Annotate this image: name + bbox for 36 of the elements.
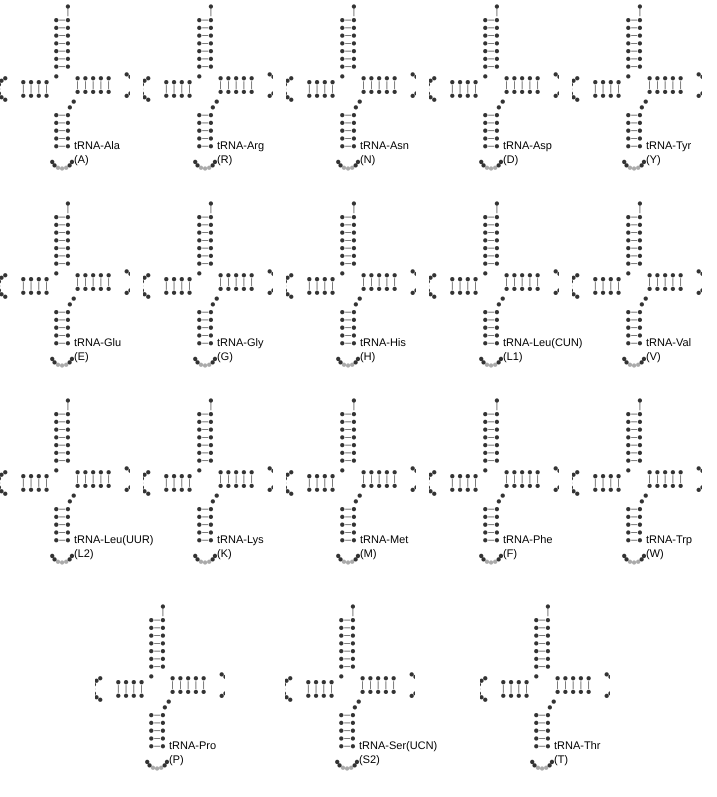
trna-name: tRNA-Pro [169, 740, 216, 754]
trna-name: tRNA-Gly [217, 337, 264, 351]
trna-name: tRNA-Thr [554, 740, 600, 754]
trna-name: tRNA-Arg [217, 140, 264, 154]
amino-acid-code: (T) [554, 754, 570, 768]
amino-acid-code: (Y) [646, 154, 662, 168]
trna-name: tRNA-Asp [503, 140, 552, 154]
amino-acid-code: (S2) [359, 754, 381, 768]
trna-name: tRNA-Ala [74, 140, 120, 154]
amino-acid-code: (G) [217, 350, 234, 364]
trna-name: tRNA-Leu(UUR) [74, 534, 154, 548]
trna-name: tRNA-Asn [360, 140, 409, 154]
amino-acid-code: (M) [360, 548, 378, 562]
amino-acid-code: (P) [169, 754, 185, 768]
amino-acid-code: (R) [217, 154, 234, 168]
trna-name: tRNA-Met [360, 534, 408, 548]
trna-name: tRNA-His [360, 337, 406, 351]
amino-acid-code: (L1) [503, 350, 524, 364]
trna-name: tRNA-Leu(CUN) [503, 337, 582, 351]
trna-name: tRNA-Ser(UCN) [359, 740, 438, 754]
trna-name: tRNA-Lys [217, 534, 264, 548]
trna-name: tRNA-Val [646, 337, 692, 351]
trna-name: tRNA-Glu [74, 337, 122, 351]
amino-acid-code: (D) [503, 154, 520, 168]
trna-name: tRNA-Tyr [646, 140, 692, 154]
amino-acid-code: (L2) [74, 548, 95, 562]
amino-acid-code: (H) [360, 350, 376, 364]
trna-name: tRNA-Trp [646, 534, 692, 548]
amino-acid-code: (W) [646, 548, 665, 562]
amino-acid-code: (F) [503, 548, 518, 562]
amino-acid-code: (V) [646, 350, 662, 364]
amino-acid-code: (A) [74, 154, 90, 168]
trna-name: tRNA-Phe [503, 534, 553, 548]
amino-acid-code: (N) [360, 154, 376, 168]
amino-acid-code: (E) [74, 350, 90, 364]
amino-acid-code: (K) [217, 548, 233, 562]
